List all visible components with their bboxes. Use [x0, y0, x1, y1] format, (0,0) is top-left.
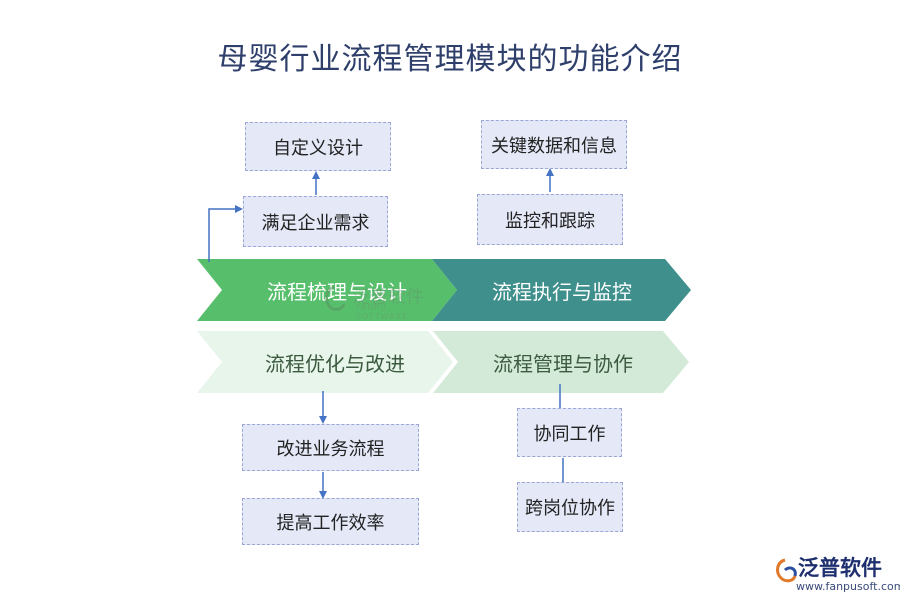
chevron-optimization [197, 331, 453, 393]
arrow-chevron-to-meet-needs [208, 205, 243, 262]
box-custom-design: 自定义设计 [245, 122, 391, 171]
box-monitor-track: 监控和跟踪 [477, 194, 623, 245]
chevron-label-process-design: 流程梳理与设计 [267, 279, 407, 304]
chevron-label-management-collab: 流程管理与协作 [493, 351, 633, 376]
box-meet-needs: 满足企业需求 [243, 196, 388, 247]
box-key-data: 关键数据和信息 [481, 120, 627, 169]
chevron-label-optimization: 流程优化与改进 [265, 351, 405, 376]
chevron-execution-monitoring [432, 259, 691, 321]
brand-logo-icon [776, 558, 797, 583]
box-collab-work: 协同工作 [517, 408, 622, 457]
box-improve-process: 改进业务流程 [242, 424, 419, 471]
chevron-process-design [197, 259, 457, 321]
brand-name: 泛普软件 [798, 556, 882, 580]
box-cross-post: 跨岗位协作 [517, 482, 623, 532]
brand-url: www.fanpusoft.com [796, 580, 900, 593]
chevron-label-execution-monitoring: 流程执行与监控 [492, 279, 632, 304]
box-raise-efficiency: 提高工作效率 [242, 498, 419, 545]
chevron-management-collab [433, 331, 689, 393]
page-title: 母婴行业流程管理模块的功能介绍 [217, 42, 683, 77]
brand-logo: 泛普软件 www.fanpusoft.com [770, 552, 900, 596]
